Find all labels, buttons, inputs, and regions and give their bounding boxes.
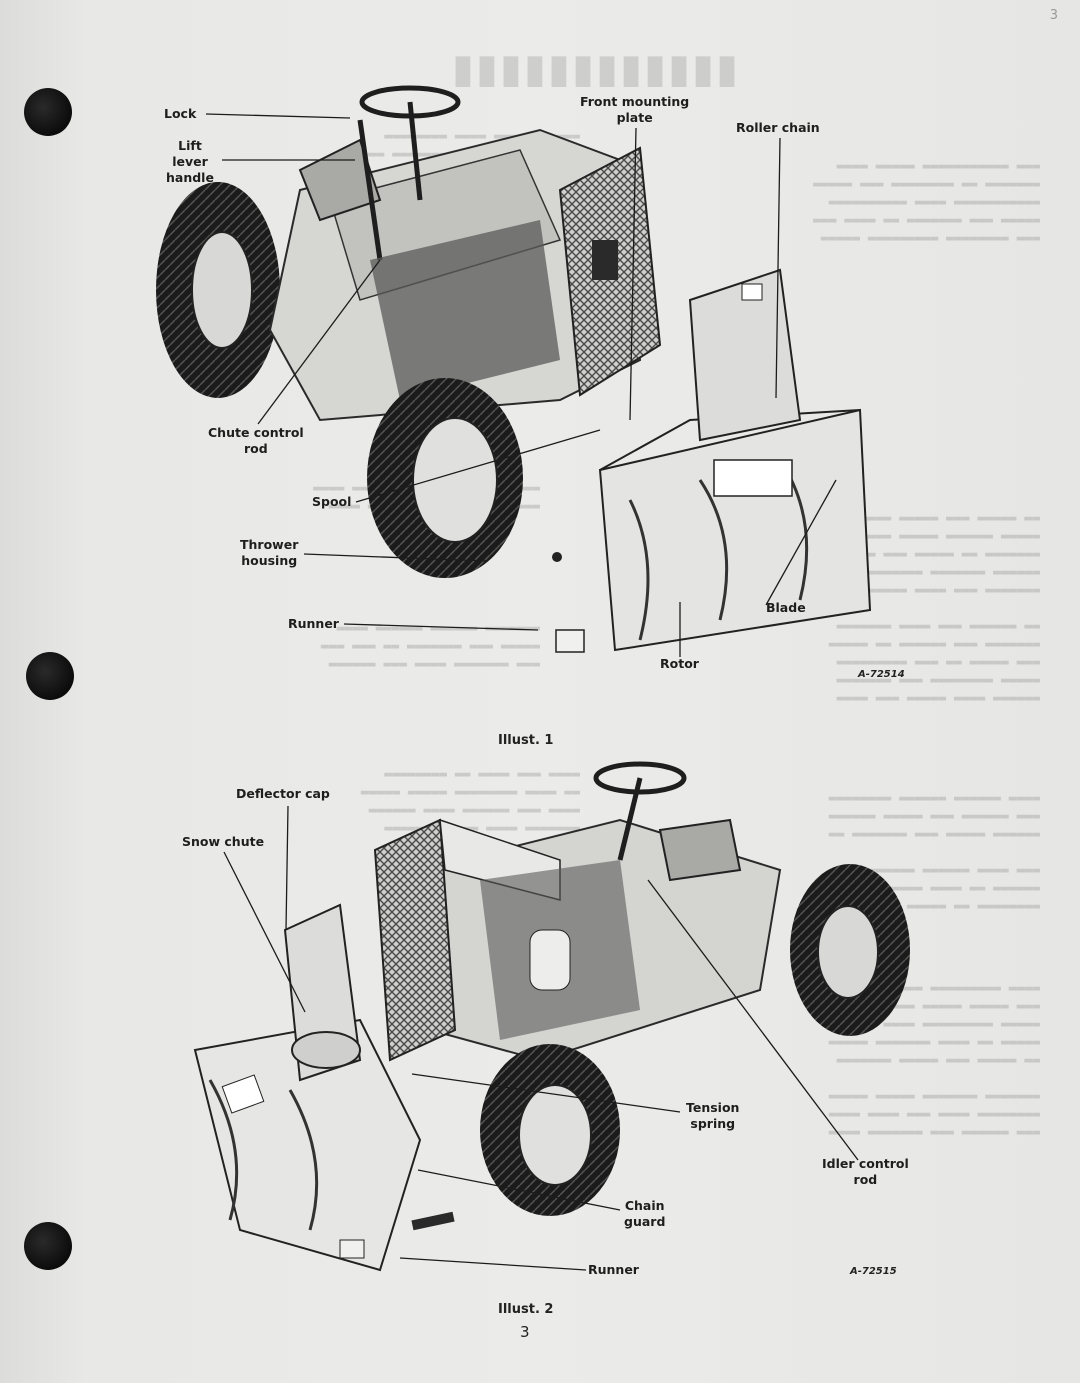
auger-blade [628,499,650,641]
illust2-leader-lines [223,805,859,1271]
label-roller-chain: Roller chain [736,120,820,135]
binder-hole [24,88,72,136]
auger-blade [208,1079,239,1221]
label-runner-2: Runner [588,1262,639,1277]
label-front-mounting-plate: Front mounting plate [580,94,690,125]
binder-hole [24,1222,72,1270]
illust2-code: A-72515 [850,1266,897,1277]
illust2-tractor [193,761,910,1272]
label-spool: Spool [312,494,352,509]
label-runner-1: Runner [288,616,339,631]
illust1-leader-lines [205,113,837,657]
steering-wheel [593,761,687,795]
label-tension-spring: Tension spring [686,1100,740,1131]
safety-decal [713,459,793,497]
label-deflector-cap: Deflector cap [236,786,330,801]
label-chute-control-rod: Chute control rod [208,425,304,456]
label-chain-guard: Chain guard [624,1198,666,1229]
corner-page-number: 3 [1049,8,1058,23]
label-blade: Blade [766,600,806,615]
tractor-grille [373,818,457,1062]
label-idler-control-rod: Idler control rod [822,1156,909,1187]
illust1-caption: Illust. 1 [498,733,554,748]
runner-skid [339,1239,365,1259]
illust1-tractor [156,85,872,653]
label-snow-chute: Snow chute [182,834,265,849]
illust1-code: A-72514 [858,669,905,680]
illust2-caption: Illust. 2 [498,1302,554,1317]
page-number: 3 [520,1323,530,1341]
thrower-chute [688,268,802,442]
label-lift-lever-handle: Lift lever handle [166,138,214,185]
label-thrower-housing: Thrower housing [240,537,299,568]
label-rotor: Rotor [660,656,699,671]
binder-hole [26,652,74,700]
label-lock: Lock [164,106,197,121]
runner-skid [555,629,585,653]
